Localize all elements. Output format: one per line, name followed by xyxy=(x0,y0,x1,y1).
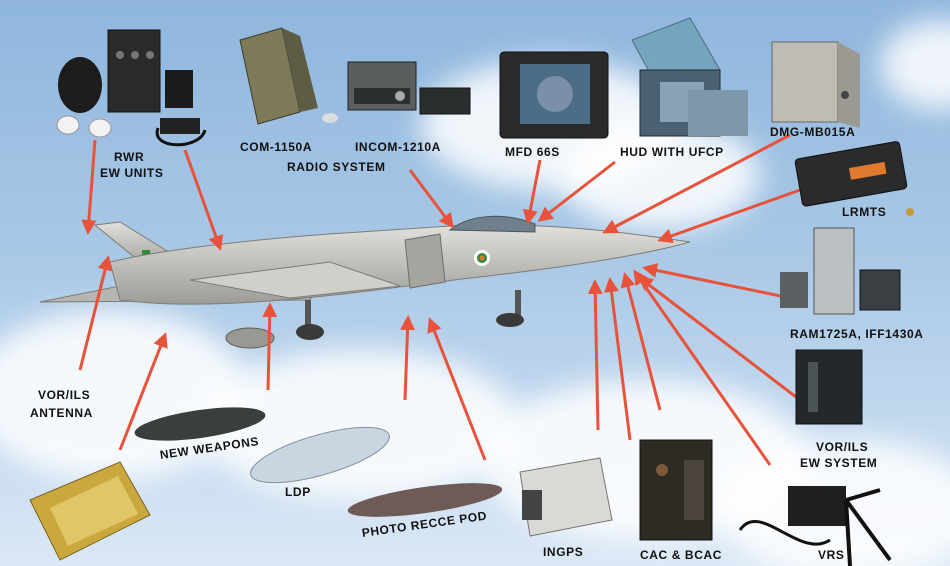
dmg-mb015a-equipment xyxy=(771,41,860,128)
arrow-vrs xyxy=(633,269,772,466)
arrow-dmg xyxy=(602,133,791,234)
callout-arrows xyxy=(78,133,801,466)
hud-ufcp-equipment xyxy=(631,17,748,137)
label-lrmts: LRMTS xyxy=(842,205,887,219)
arrow-cac xyxy=(620,272,662,411)
arrow-ew-units xyxy=(183,149,224,251)
label-vor-ils-ew-line1: VOR/ILS xyxy=(816,440,869,454)
label-rwr: RWR xyxy=(114,150,145,164)
arrow-photo-recce xyxy=(427,317,487,461)
label-mfd-66s: MFD 66S xyxy=(505,145,560,159)
mfd-66s-equipment xyxy=(499,51,609,139)
arrow-ingps xyxy=(587,279,603,431)
mig-27-aircraft xyxy=(39,215,691,349)
cac-bcac-equipment xyxy=(639,439,713,541)
arrow-lrmts xyxy=(657,188,801,244)
arrow-new-weapons xyxy=(262,302,278,391)
label-vor-ils-ew-line2: EW SYSTEM xyxy=(800,456,878,470)
label-vrs: VRS xyxy=(818,548,845,562)
arrow-vor-ils-ew xyxy=(637,276,801,402)
aircraft-gear xyxy=(515,290,521,318)
vor-ils-ew-system-equipment xyxy=(795,349,863,425)
label-vor-ils-antenna-line2: ANTENNA xyxy=(30,406,93,420)
com-1150a-equipment xyxy=(239,27,338,125)
arrow-vor-ils-ant xyxy=(78,255,113,371)
arrow-rwr xyxy=(81,139,97,235)
vrs-equipment xyxy=(738,486,892,566)
aircraft-canopy xyxy=(448,215,536,233)
arrow-ldp xyxy=(400,315,416,401)
arrow-cac2 xyxy=(604,277,632,441)
aircraft-store xyxy=(225,327,275,349)
photo-recce-pod xyxy=(347,483,503,517)
label-incom-1210a: INCOM-1210A xyxy=(355,140,441,154)
incom-1210a-equipment xyxy=(347,61,471,115)
aircraft-intake xyxy=(404,233,446,289)
label-vor-ils-antenna-line1: VOR/ILS xyxy=(38,388,91,402)
label-com-1150a: COM-1150A xyxy=(240,140,313,154)
aircraft-wing-right xyxy=(189,261,401,299)
label-dmg-mb015a: DMG-MB015A xyxy=(770,125,856,139)
cloud xyxy=(0,310,250,480)
aircraft-fuselage xyxy=(109,224,691,305)
ew-unit-gold-equipment xyxy=(29,461,151,561)
arrow-mfd xyxy=(522,159,542,225)
label-radio-system: RADIO SYSTEM xyxy=(287,160,386,174)
arrow-radio-system xyxy=(408,169,454,229)
label-ram-iff: RAM1725A, IFF1430A xyxy=(790,327,924,341)
arrow-ew-lower xyxy=(118,332,168,451)
ingps-equipment xyxy=(519,457,613,537)
arrow-hud xyxy=(537,160,616,222)
label-ew-units: EW UNITS xyxy=(100,166,164,180)
new-weapons-pod xyxy=(134,407,266,441)
rwr-ew-units-equipment xyxy=(56,29,207,147)
label-hud-ufcp: HUD WITH UFCP xyxy=(620,145,724,159)
arrow-ram-iff xyxy=(642,263,801,302)
label-cac-bcac: CAC & BCAC xyxy=(640,548,722,562)
ldp-pod xyxy=(250,426,390,484)
lrmts-equipment xyxy=(794,141,914,216)
label-ldp: LDP xyxy=(285,485,311,499)
label-ingps: INGPS xyxy=(543,545,584,559)
ram-iff-equipment xyxy=(780,227,901,315)
